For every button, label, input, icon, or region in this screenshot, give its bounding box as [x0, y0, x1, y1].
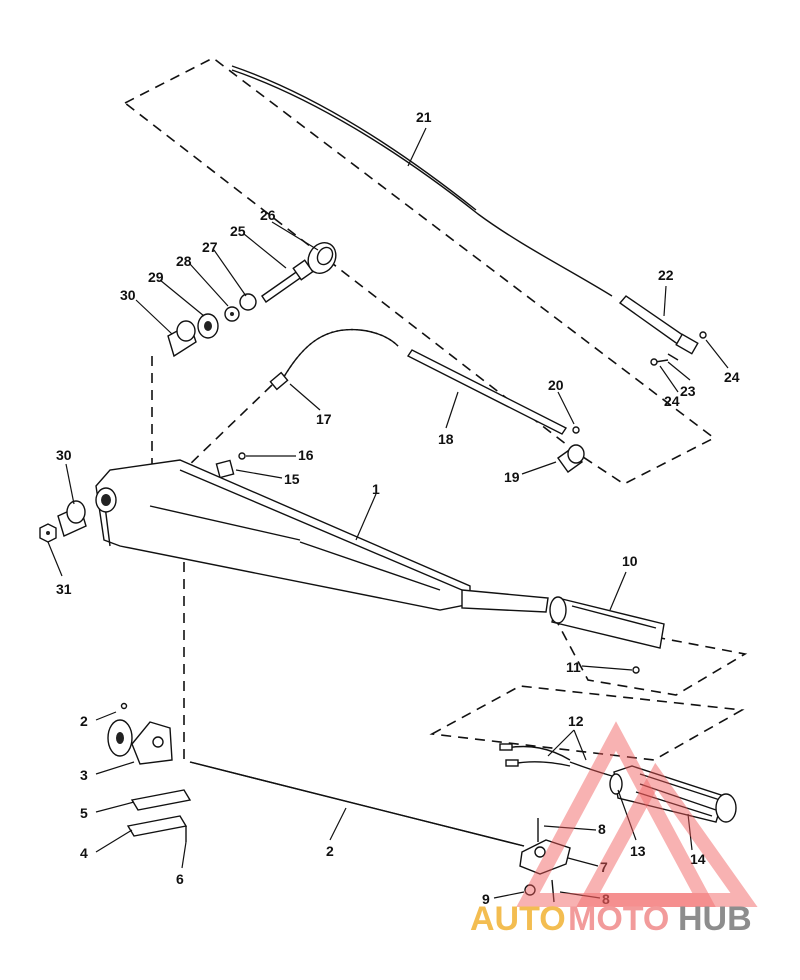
- bracket-3: [131, 721, 173, 765]
- label-12: 12: [568, 713, 584, 729]
- watermark-triangle-icon: [516, 721, 758, 907]
- part-29-bushing: [197, 313, 219, 339]
- rod-18: [406, 349, 568, 435]
- twist-grip-14: [609, 765, 737, 823]
- label-3: 3: [80, 767, 88, 783]
- screw-8-bottom: [551, 879, 555, 903]
- label-28: 28: [176, 253, 192, 269]
- label-2-shaft: 2: [326, 843, 334, 859]
- guide-line-17: [185, 384, 273, 469]
- gear-2: [107, 719, 133, 757]
- label-24-left: 24: [664, 393, 680, 409]
- label-21: 21: [416, 109, 432, 125]
- label-13: 13: [630, 843, 646, 859]
- label-8-bottom: 8: [602, 891, 610, 907]
- label-26: 26: [260, 207, 276, 223]
- part-16-screw: [238, 452, 246, 460]
- part-27-washer: [239, 293, 257, 311]
- part-15-clip: [215, 459, 235, 479]
- callout-labels: 21 22 23 24 24 26 25 27 28 29 30 17 18 2…: [56, 109, 740, 907]
- label-1: 1: [372, 481, 380, 497]
- part-31-nut: [39, 523, 57, 543]
- label-20: 20: [548, 377, 564, 393]
- small-screws-23-24: [650, 331, 707, 366]
- label-30-lower: 30: [56, 447, 72, 463]
- label-17: 17: [316, 411, 332, 427]
- part-30-bushing-top: [167, 320, 197, 358]
- part-11-screw: [632, 666, 640, 674]
- switch-group-outline: [429, 685, 745, 761]
- label-6: 6: [176, 871, 184, 887]
- label-27: 27: [202, 239, 218, 255]
- grip-group-outline: [553, 616, 748, 696]
- label-14: 14: [690, 851, 706, 867]
- label-29: 29: [148, 269, 164, 285]
- label-15: 15: [284, 471, 300, 487]
- watermark-moto: MOTO: [568, 900, 669, 938]
- plate-4: [126, 815, 188, 837]
- part-30-bushing-lower: [57, 500, 87, 537]
- watermark-auto: AUTO: [470, 900, 566, 938]
- label-22: 22: [658, 267, 674, 283]
- plate-5: [130, 789, 192, 811]
- part-20-screw: [572, 426, 580, 434]
- label-18: 18: [438, 431, 454, 447]
- label-9: 9: [482, 891, 490, 907]
- label-7: 7: [600, 859, 608, 875]
- label-11: 11: [566, 659, 581, 675]
- label-24-right: 24: [724, 369, 740, 385]
- watermark-hub: HUB: [678, 900, 752, 938]
- label-19: 19: [504, 469, 520, 485]
- label-16: 16: [298, 447, 314, 463]
- part-25-bolt: [261, 259, 314, 303]
- grip-10: [549, 596, 665, 649]
- label-30-top: 30: [120, 287, 136, 303]
- nut-9: [524, 884, 536, 896]
- leader-lines: [47, 127, 729, 899]
- label-5: 5: [80, 805, 88, 821]
- part-26-knob: [307, 241, 337, 275]
- tiller-arm-1: [95, 459, 549, 613]
- label-2-gear: 2: [80, 713, 88, 729]
- throttle-cable: [231, 69, 613, 297]
- label-8-top: 8: [598, 821, 606, 837]
- label-25: 25: [230, 223, 246, 239]
- label-4: 4: [80, 845, 88, 861]
- watermark-logo: AUTO MOTO HUB: [470, 721, 758, 938]
- label-10: 10: [622, 553, 638, 569]
- part-19-collar: [557, 444, 585, 473]
- label-31: 31: [56, 581, 72, 597]
- rod-22: [618, 295, 699, 355]
- switch-leads-12: [499, 743, 613, 777]
- label-23: 23: [680, 383, 696, 399]
- bracket-7: [519, 839, 571, 875]
